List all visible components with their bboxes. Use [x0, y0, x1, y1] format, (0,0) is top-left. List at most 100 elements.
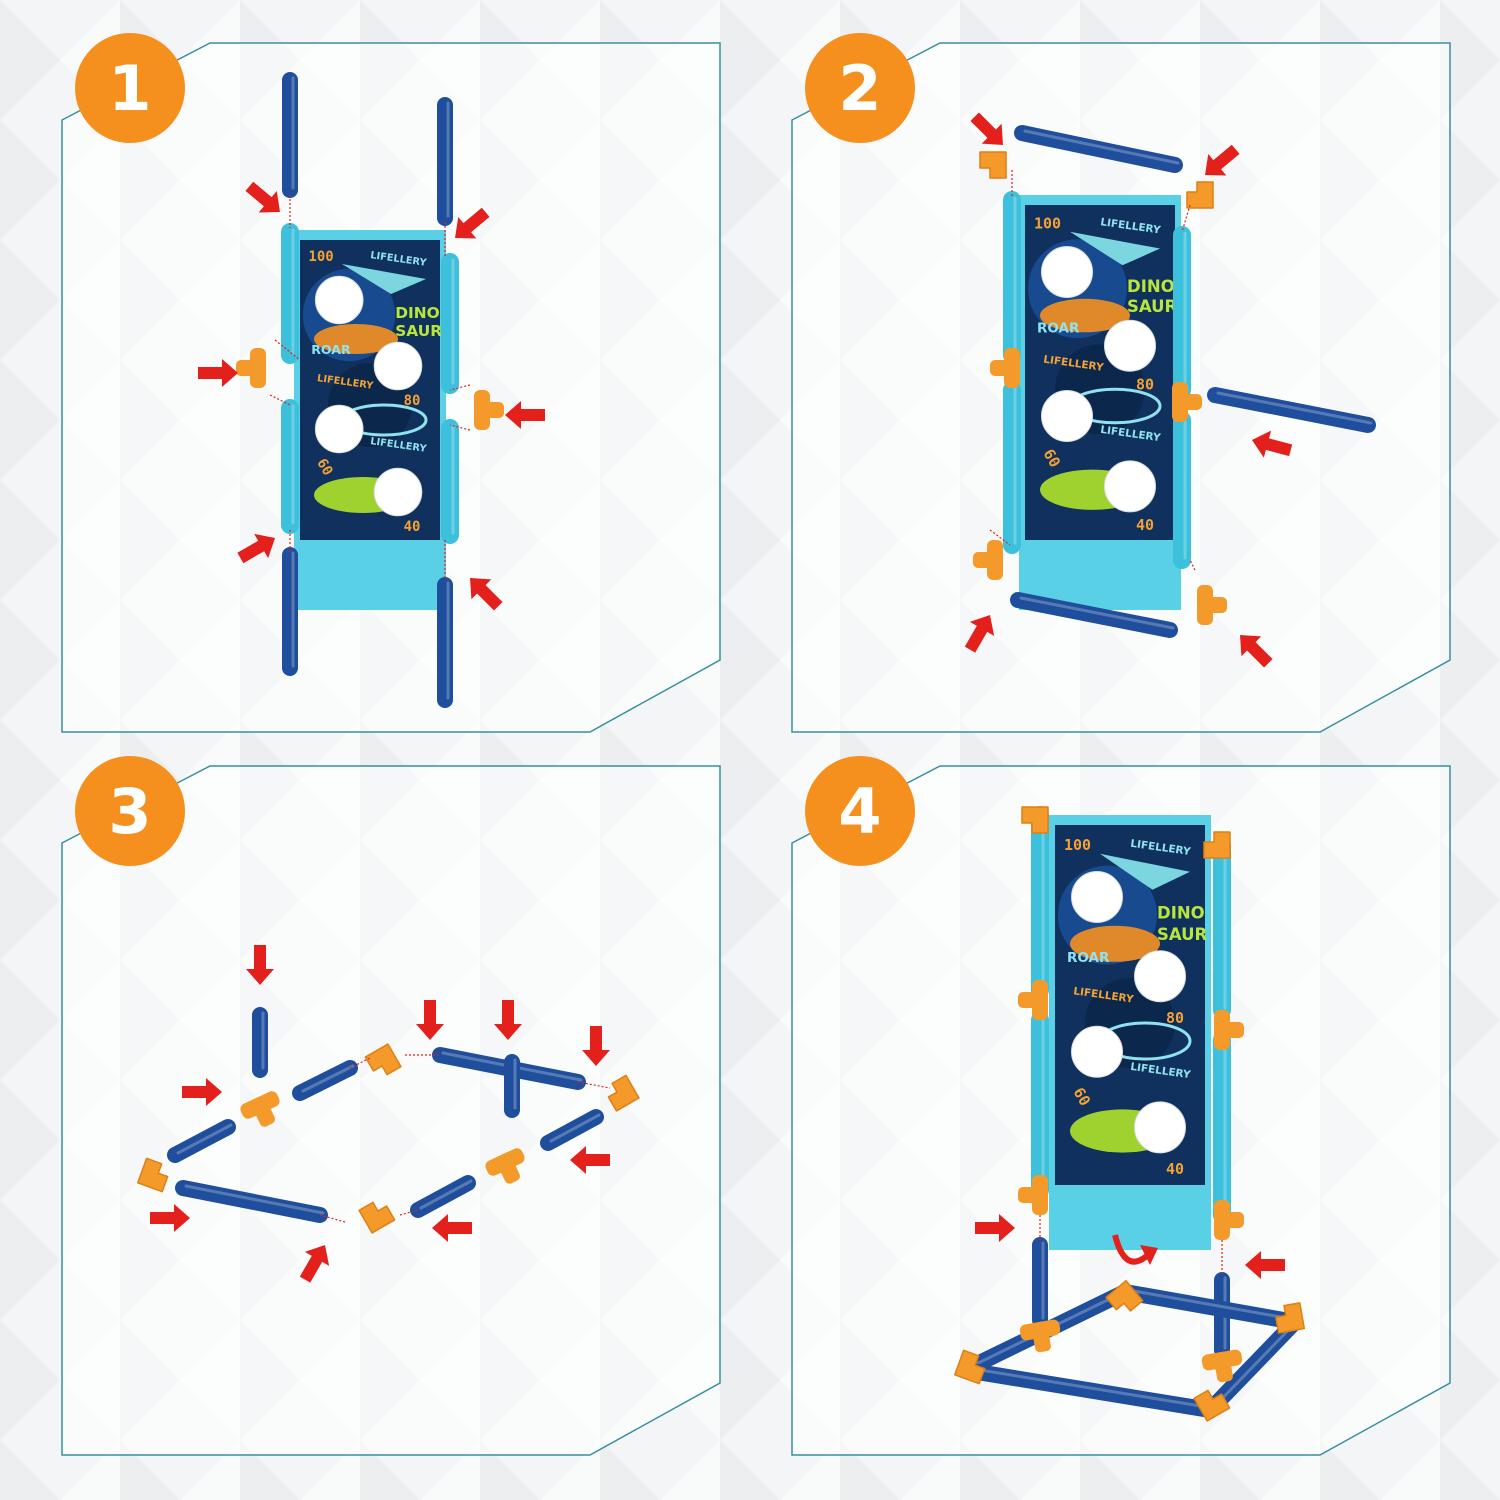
- pipe: [540, 1109, 604, 1151]
- arrow-shape: [246, 945, 274, 985]
- guide-line: [274, 339, 301, 361]
- banner-title: DINO: [1157, 904, 1205, 923]
- elbow-connector: [136, 1157, 169, 1193]
- pipe-highlight: [1023, 129, 1180, 165]
- elbow-connector: [364, 1043, 402, 1076]
- step-1-content: 100806040LIFELLERYLIFELLERYLIFELLERYDINO…: [198, 72, 545, 708]
- connector-body: [979, 151, 1007, 179]
- elbow-connector: [358, 1201, 396, 1234]
- connector-leg: [251, 1096, 275, 1127]
- elbow-connector: [1186, 181, 1214, 209]
- pipe: [167, 1119, 236, 1163]
- arrow-shape: [432, 1214, 472, 1242]
- pterodactyl-illustration: [342, 264, 426, 294]
- banner-title: SAUR: [1157, 925, 1208, 944]
- guide-line: [399, 1209, 419, 1216]
- score-100: 100: [1064, 836, 1091, 854]
- guide-line: [577, 1081, 611, 1089]
- guide-line: [1181, 204, 1191, 233]
- target-hole: [314, 404, 364, 454]
- badge-circle: [805, 33, 915, 143]
- score-40: 40: [1136, 516, 1154, 534]
- arrow-shape: [1112, 1234, 1150, 1265]
- badge-circle: [75, 33, 185, 143]
- target-banner: 100806040LIFELLERYLIFELLERYLIFELLERYDINO…: [1049, 815, 1211, 1250]
- t-connector: [1201, 1349, 1243, 1383]
- connector-leg: [973, 552, 1003, 568]
- red-arrow-icon: [245, 181, 280, 213]
- red-arrow-icon: [150, 1204, 190, 1232]
- red-arrow-icon: [1252, 430, 1293, 458]
- t-rex-illustration: [1070, 925, 1160, 962]
- elbow-connector: [1021, 806, 1049, 834]
- red-arrow-icon: [432, 1214, 472, 1242]
- arrow-shape: [198, 359, 238, 387]
- t-connector: [474, 390, 504, 430]
- t-connector: [990, 348, 1020, 388]
- step-2-content: 100806040LIFELLERYLIFELLERYLIFELLERYDINO…: [964, 112, 1376, 668]
- elbow-connector: [979, 151, 1007, 179]
- elbow-connector: [1203, 831, 1231, 859]
- pipe: [292, 1060, 358, 1101]
- pipe-highlight: [1211, 1318, 1300, 1410]
- red-arrow-icon: [582, 1026, 610, 1066]
- pterodactyl-illustration: [1070, 231, 1160, 266]
- elbow-connector: [953, 1349, 986, 1385]
- arrow-shape: [570, 1146, 610, 1174]
- step-number: 3: [108, 775, 151, 848]
- red-arrow-icon: [470, 578, 503, 611]
- t-connector: [1172, 382, 1202, 422]
- arrow-shape: [505, 401, 545, 429]
- red-arrow-icon: [1205, 144, 1240, 176]
- elbow-connector: [607, 1074, 640, 1112]
- t-connector: [485, 1148, 525, 1184]
- elbow-connector: [1275, 1302, 1306, 1334]
- arrow-shape: [964, 615, 995, 653]
- guide-line: [1189, 559, 1196, 571]
- pipe: [1010, 592, 1178, 638]
- red-arrow-icon: [505, 401, 545, 429]
- red-arrow-icon: [416, 1000, 444, 1040]
- score-80: 80: [404, 393, 421, 409]
- arrow-shape: [455, 207, 490, 239]
- arrow-shape: [299, 1245, 330, 1283]
- connector-body: [953, 1349, 986, 1385]
- arrow-shape: [245, 181, 280, 213]
- connector-body: [1203, 831, 1231, 859]
- elbow-connector: [1193, 1389, 1231, 1422]
- target-hole: [1104, 460, 1156, 513]
- red-arrow-icon: [1245, 1251, 1285, 1279]
- arrow-shape: [970, 112, 1003, 145]
- red-arrow-icon: [570, 1146, 610, 1174]
- t-connector: [1197, 585, 1227, 625]
- red-arrow-icon: [975, 1214, 1015, 1242]
- connector-body: [358, 1201, 396, 1234]
- step-number: 2: [838, 52, 881, 125]
- connector-leg: [1172, 394, 1202, 410]
- score-40: 40: [1166, 1160, 1184, 1178]
- connector-leg: [496, 1153, 520, 1184]
- target-hole: [373, 467, 423, 517]
- step-badge: 1: [75, 33, 185, 143]
- roar-label: ROAR: [311, 342, 351, 357]
- red-arrow-icon: [455, 207, 490, 239]
- connector-body: [1105, 1279, 1144, 1312]
- connector-leg: [1031, 1321, 1051, 1353]
- t-rex-illustration: [314, 324, 398, 354]
- connector-leg: [474, 402, 504, 418]
- connector-leg: [236, 360, 266, 376]
- connector-body: [136, 1157, 169, 1193]
- t-connector: [1018, 1175, 1048, 1215]
- pipe-highlight: [176, 1123, 233, 1155]
- pipe-highlight: [549, 1113, 601, 1143]
- t-connector: [1018, 980, 1048, 1020]
- pipe-highlight: [1019, 596, 1175, 630]
- banner-title: DINO: [1127, 277, 1175, 296]
- arrow-shape: [1252, 430, 1293, 458]
- score-100: 100: [1034, 214, 1061, 232]
- pipe: [175, 1180, 328, 1223]
- arrow-shape: [182, 1078, 222, 1106]
- target-banner: 100806040LIFELLERYLIFELLERYLIFELLERYDINO…: [294, 230, 446, 610]
- pipe: [1207, 387, 1376, 433]
